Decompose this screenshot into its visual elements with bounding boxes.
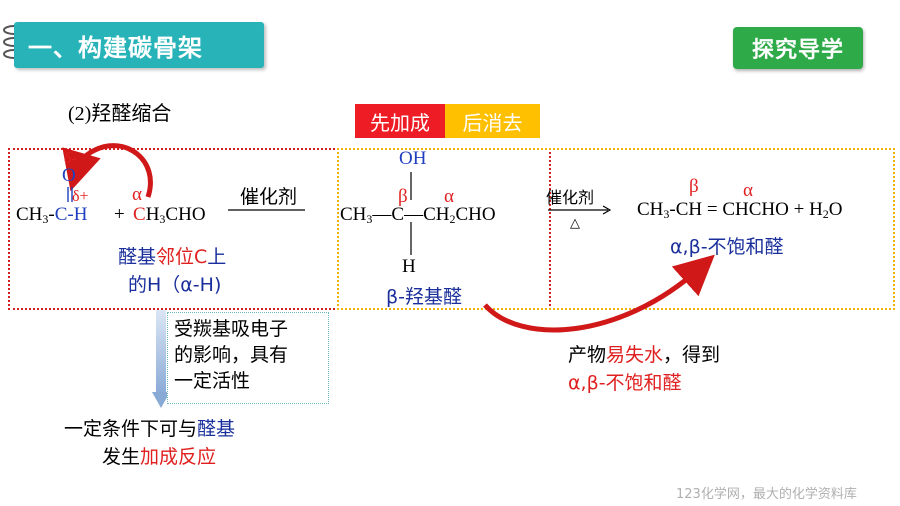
tag-elimination: 后消去 [445,104,540,138]
product-note-line1: 产物易失水，得到 [568,344,721,366]
alpha-h-note-line2: 的H（α-H) [128,274,222,296]
alpha-h-activity-box [167,312,329,404]
unsaturated-aldehyde-name: α,β-不饱和醛 [670,236,784,258]
catalyst-label-2: 催化剂 [546,188,595,207]
unsaturated-aldehyde-formula: CH3-CH = CHCHO + H2O [637,199,843,221]
beta-label-2: β [398,186,408,207]
section-title: 一、构建碳骨架 [28,34,203,62]
beta-label-3: β [689,176,699,197]
addition-step-box [8,148,551,310]
hydroxyl-group: OH [399,148,427,169]
subtitle: (2)羟醛缩合 [68,103,172,125]
beta-hydroxy-aldehyde-name: β-羟基醛 [386,286,462,308]
down-arrow-icon [152,310,170,408]
plus-sign: + [114,204,125,225]
explore-badge: 探究导学 [733,27,863,69]
delta-minus-label: δ- [64,150,77,167]
catalyst-label-1: 催化剂 [240,186,298,208]
alpha-label-2: α [444,186,454,207]
conclusion-line1: 一定条件下可与醛基 [64,418,236,440]
delta-plus-label: δ+ [72,188,89,205]
footer-watermark: 123化学网，最大的化学资料库 [676,487,857,502]
product-note-line2: α,β-不饱和醛 [568,372,682,394]
heat-symbol: △ [570,216,580,231]
hydrogen-atom: H [402,256,416,277]
alpha-h-note-line1: 醛基邻位C上 [118,246,227,268]
tag-addition: 先加成 [355,104,445,138]
alpha-label-1: α [132,184,142,205]
alpha-label-3: α [743,180,753,201]
section-header-bar [14,22,264,68]
infobox-text: 受羰基吸电子 的影响，具有 一定活性 [174,318,289,392]
second-acetaldehyde: CH3CHO [133,204,206,226]
acetaldehyde-formula: CH3-C-H [16,204,88,226]
carbonyl-oxygen: O [62,165,76,186]
beta-hydroxy-aldehyde-formula: CH3—C—CH2CHO [340,204,496,226]
conclusion-line2: 发生加成反应 [102,446,217,468]
